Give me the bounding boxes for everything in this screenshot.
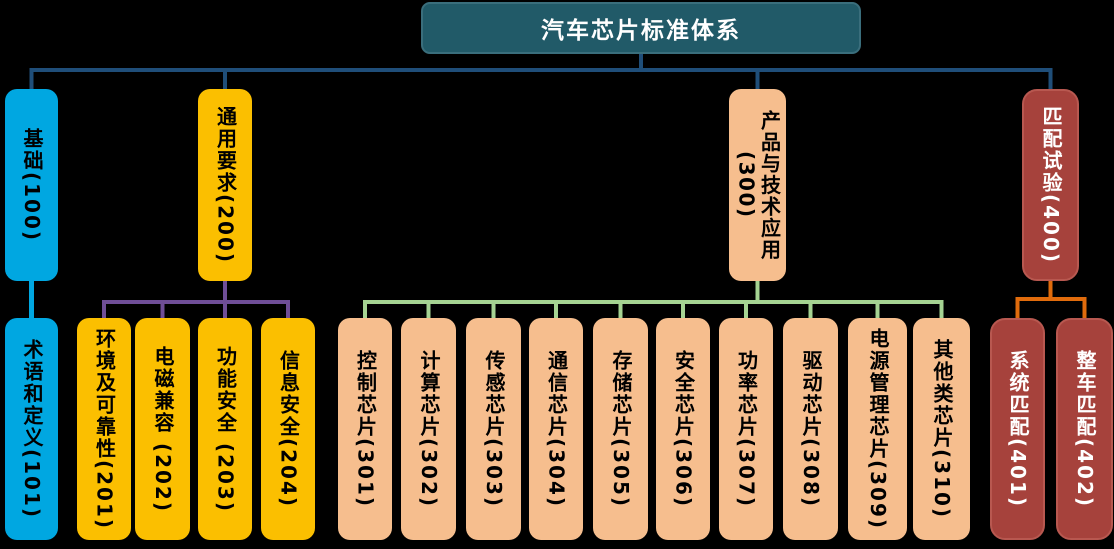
node-203-label: 功能安全 (203) (213, 345, 238, 513)
connectors-200-children (102, 281, 290, 318)
node-101: 术语和定义(101) (5, 318, 58, 540)
node-307: 功率芯片(307) (719, 318, 773, 540)
node-202: 电磁兼容 (202) (135, 318, 190, 540)
node-201: 环境及可靠性(201) (77, 318, 131, 540)
node-305-label: 存储芯片(305) (609, 349, 633, 509)
node-306: 安全芯片(306) (656, 318, 710, 540)
node-308-label: 驱动芯片(308) (799, 349, 823, 509)
node-302: 计算芯片(302) (401, 318, 456, 540)
node-301: 控制芯片(301) (338, 318, 392, 540)
node-309-label: 电源管理芯片(309) (866, 327, 890, 531)
node-300-label: 产品与技术应用(300) (734, 109, 782, 261)
node-200: 通用要求(200) (198, 89, 252, 281)
node-204-label: 信息安全(204) (276, 349, 301, 509)
node-101-label: 术语和定义(101) (20, 338, 44, 520)
node-303: 传感芯片(303) (466, 318, 521, 540)
node-302-label: 计算芯片(302) (417, 349, 441, 509)
node-310: 其他类芯片(310) (913, 318, 970, 540)
node-308: 驱动芯片(308) (783, 318, 838, 540)
connectors-300-children (363, 281, 944, 318)
node-401: 系统匹配(401) (990, 318, 1045, 540)
node-203: 功能安全 (203) (198, 318, 252, 540)
node-310-label: 其他类芯片(310) (930, 338, 954, 520)
node-100: 基础(100) (5, 89, 58, 281)
node-301-label: 控制芯片(301) (353, 349, 378, 509)
node-204: 信息安全(204) (261, 318, 315, 540)
root-node-label: 汽车芯片标准体系 (541, 18, 741, 44)
node-402-label: 整车匹配(402) (1073, 349, 1097, 509)
connectors-level1 (29, 52, 1053, 89)
node-304: 通信芯片(304) (529, 318, 583, 540)
connectors-400-children (1015, 281, 1087, 318)
node-306-label: 安全芯片(306) (671, 349, 696, 509)
node-400-label: 匹配试验(400) (1039, 105, 1063, 265)
node-304-label: 通信芯片(304) (544, 349, 569, 509)
node-400: 匹配试验(400) (1022, 89, 1079, 281)
node-300: 产品与技术应用(300) (729, 89, 786, 281)
node-305: 存储芯片(305) (593, 318, 648, 540)
node-100-label: 基础(100) (20, 127, 44, 243)
node-401-label: 系统匹配(401) (1006, 349, 1030, 509)
node-202-label: 电磁兼容 (202) (151, 345, 175, 513)
node-200-label: 通用要求(200) (213, 105, 238, 265)
root-node: 汽车芯片标准体系 (421, 2, 861, 54)
node-201-label: 环境及可靠性(201) (92, 327, 117, 531)
node-303-label: 传感芯片(303) (482, 349, 506, 509)
node-307-label: 功率芯片(307) (734, 349, 759, 509)
node-402: 整车匹配(402) (1056, 318, 1113, 540)
node-309: 电源管理芯片(309) (848, 318, 907, 540)
